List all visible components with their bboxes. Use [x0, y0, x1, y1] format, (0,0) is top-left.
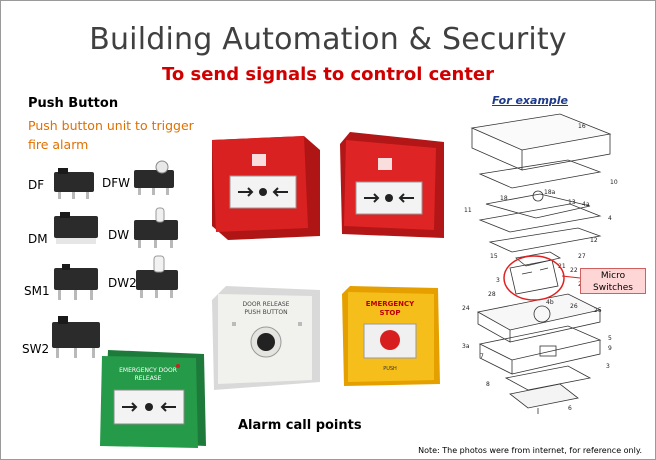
- green-call-point-image: EMERGENCY DOOR RELEASE: [100, 350, 206, 448]
- svg-text:18: 18: [500, 195, 508, 202]
- svg-text:21: 21: [558, 263, 566, 270]
- emergency-stop-button-image: EMERGENCY STOP PUSH: [342, 286, 440, 386]
- svg-text:16: 16: [578, 123, 586, 130]
- svg-text:12: 12: [590, 237, 598, 244]
- microswitch-sw2-image: [52, 316, 100, 358]
- red-call-point-front-image: [212, 136, 320, 240]
- svg-text:15: 15: [490, 253, 498, 260]
- alarm-call-points-caption: Alarm call points: [238, 418, 362, 433]
- svg-text:EMERGENCY: EMERGENCY: [366, 300, 415, 308]
- microswitch-dw-image: [134, 207, 178, 248]
- microswitch-sm1-image: [54, 264, 98, 300]
- svg-text:3a: 3a: [462, 343, 470, 350]
- svg-text:EMERGENCY DOOR: EMERGENCY DOOR: [119, 367, 177, 374]
- svg-text:13: 13: [568, 199, 576, 206]
- svg-text:28: 28: [488, 291, 496, 298]
- svg-text:10: 10: [610, 179, 618, 186]
- switch-label-sm1: SM1: [24, 284, 50, 298]
- push-button-heading: Push Button: [28, 96, 119, 111]
- svg-text:6: 6: [568, 405, 572, 412]
- svg-text:4a: 4a: [582, 201, 590, 208]
- svg-text:3: 3: [606, 363, 610, 370]
- microswitch-df-image: [54, 168, 94, 199]
- svg-text:5: 5: [608, 335, 612, 342]
- door-release-button-image: DOOR RELEASE PUSH BUTTON: [212, 286, 320, 390]
- micro-switches-callout: Micro Switches: [580, 268, 646, 294]
- photo-note: Note: The photos were from internet, for…: [418, 446, 642, 455]
- switch-label-dfw: DFW: [102, 176, 131, 190]
- exploded-diagram: 16 10 18 18a 13 4a 11 4 12 15 27 21 3 22…: [462, 113, 618, 414]
- svg-text:25: 25: [594, 307, 602, 314]
- svg-text:4: 4: [608, 215, 612, 222]
- svg-text:4b: 4b: [546, 299, 554, 306]
- svg-text:PUSH: PUSH: [383, 366, 397, 372]
- red-call-point-angled-image: [340, 132, 444, 238]
- svg-text:RELEASE: RELEASE: [135, 375, 162, 382]
- svg-text:9: 9: [608, 345, 612, 352]
- switch-label-dw2: DW2: [108, 276, 137, 290]
- microswitch-dw2-image: [136, 255, 178, 298]
- svg-text:18a: 18a: [544, 189, 556, 196]
- svg-text:PUSH BUTTON: PUSH BUTTON: [244, 309, 287, 316]
- svg-text:26: 26: [570, 303, 578, 310]
- svg-text:STOP: STOP: [380, 309, 401, 317]
- svg-text:11: 11: [464, 207, 472, 214]
- svg-text:3: 3: [496, 277, 500, 284]
- svg-text:8: 8: [486, 381, 490, 388]
- microswitch-dm-image: [54, 212, 98, 244]
- svg-text:7: 7: [480, 353, 484, 360]
- switch-label-df: DF: [28, 178, 45, 192]
- microswitch-dfw-image: [134, 160, 174, 195]
- switch-label-sw2: SW2: [22, 342, 50, 356]
- svg-text:DOOR RELEASE: DOOR RELEASE: [243, 301, 290, 308]
- example-label: For example: [492, 94, 569, 107]
- svg-text:22: 22: [570, 267, 578, 274]
- push-button-description: Push button unit to trigger fire alarm: [28, 118, 194, 152]
- switch-label-dm: DM: [28, 232, 48, 246]
- svg-text:24: 24: [462, 305, 470, 312]
- slide-title: Building Automation & Security: [89, 22, 567, 57]
- svg-text:27: 27: [578, 253, 586, 260]
- slide-subtitle: To send signals to control center: [161, 64, 495, 85]
- switch-label-dw: DW: [108, 228, 130, 242]
